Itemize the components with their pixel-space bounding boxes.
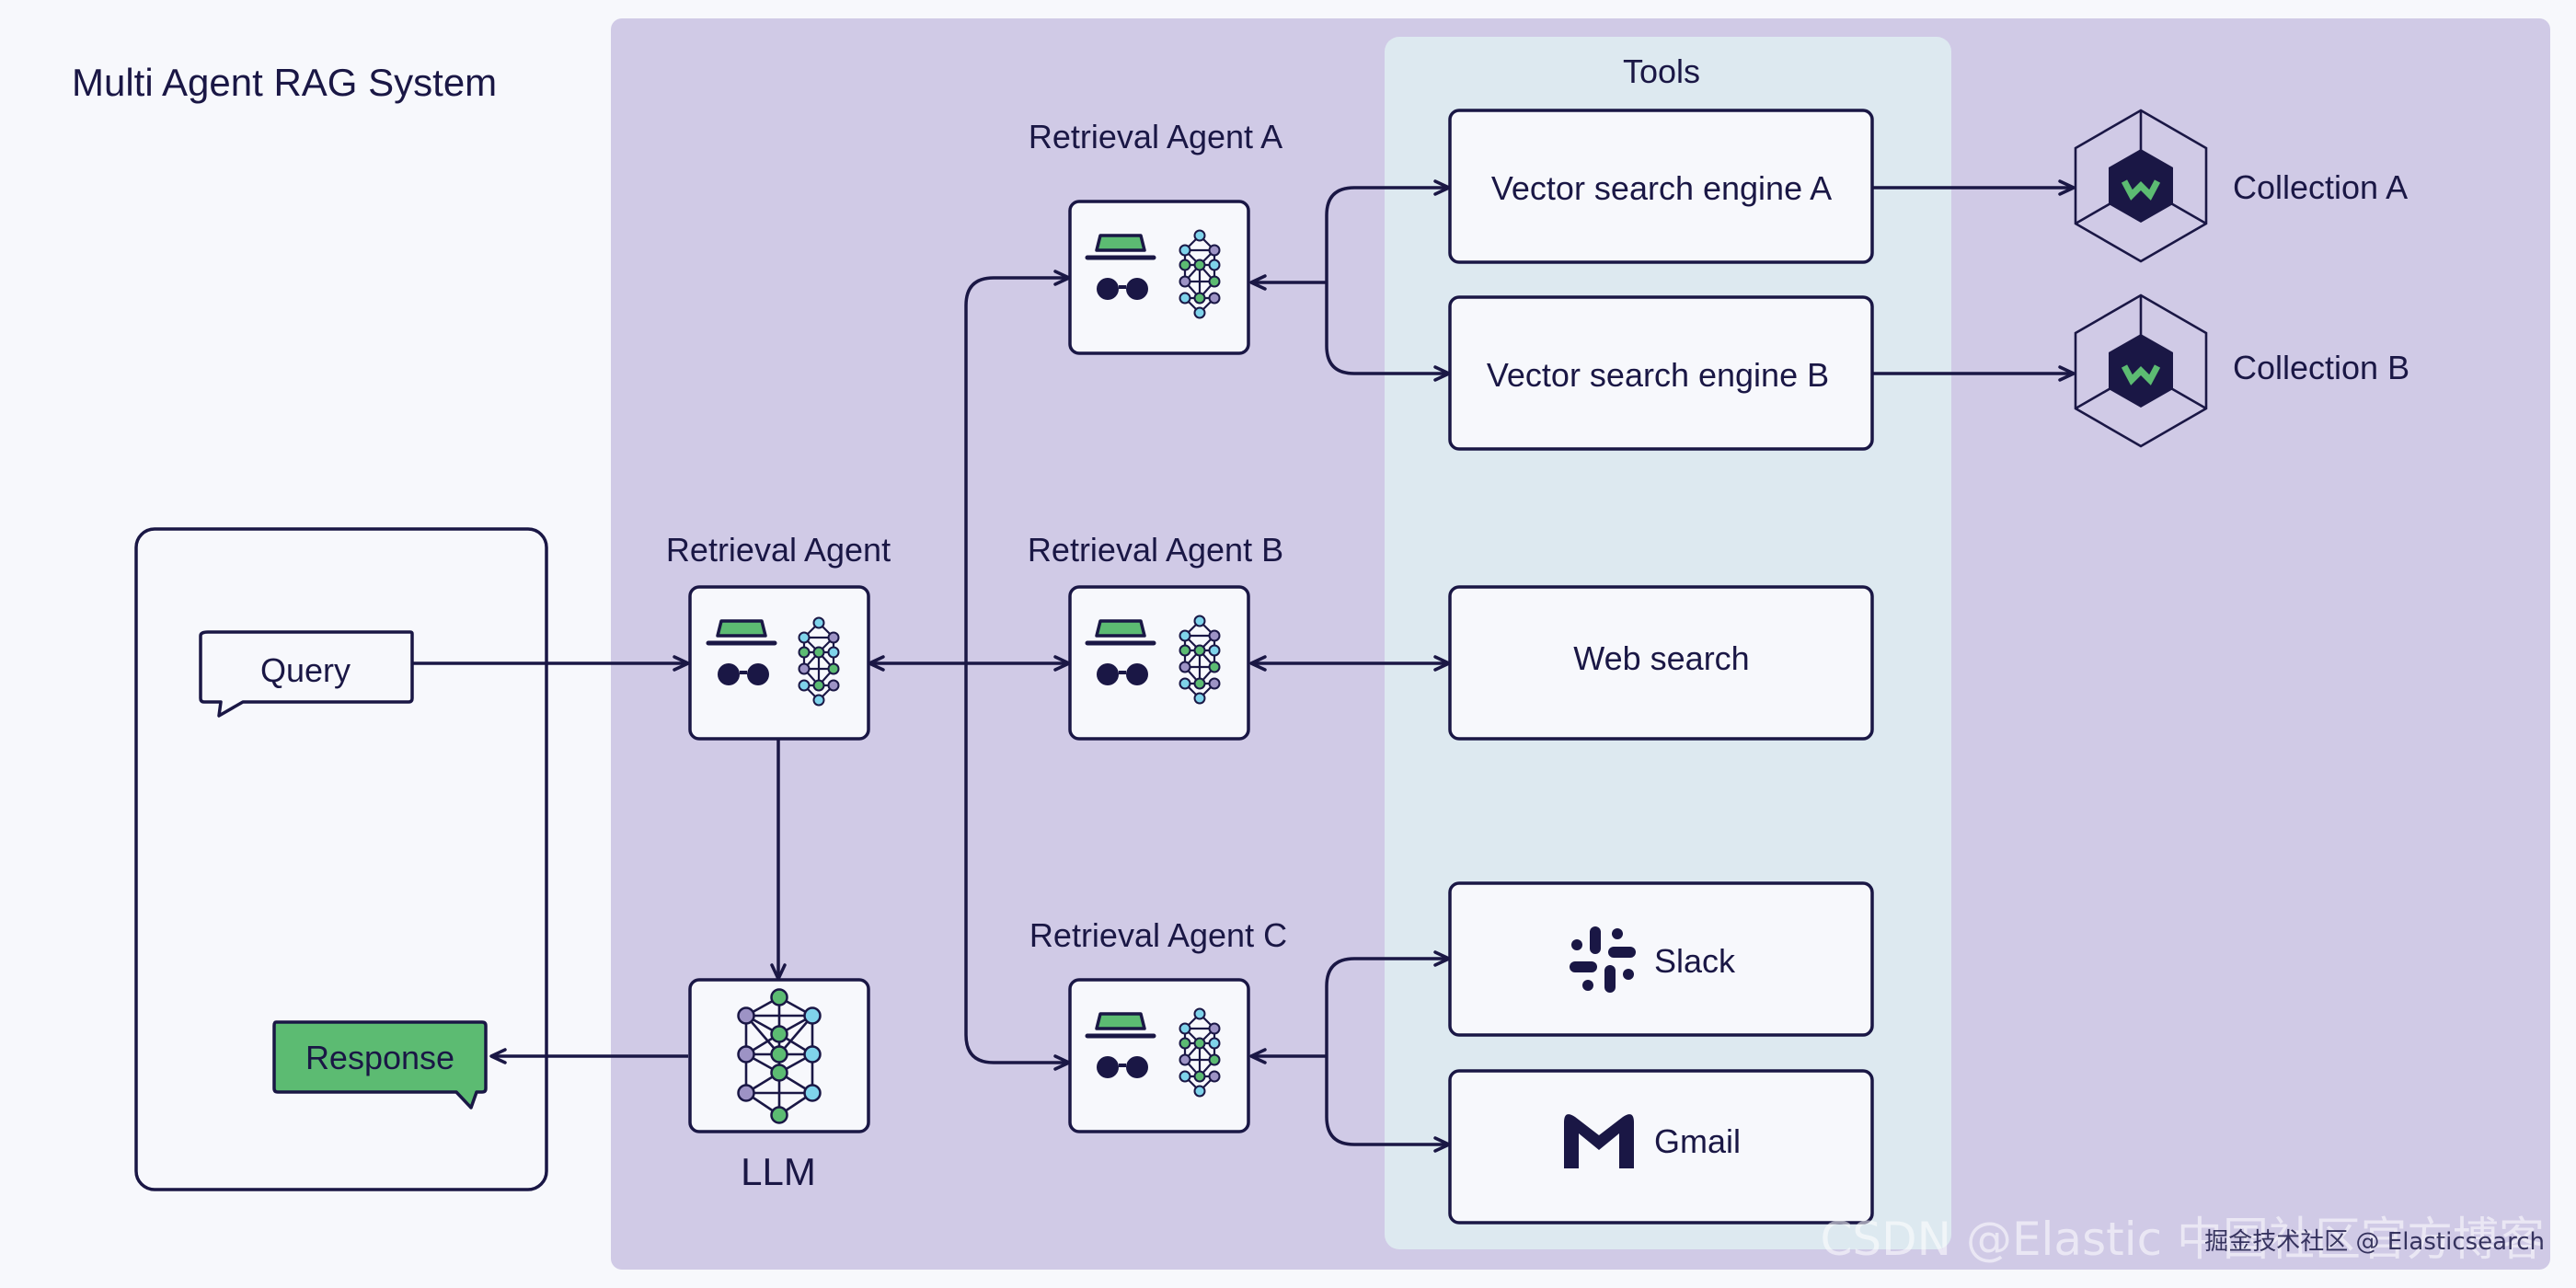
gmail-label: Gmail bbox=[1654, 1122, 1741, 1160]
retrieval-agent-c-box bbox=[1068, 978, 1250, 1133]
web-search-label: Web search bbox=[1573, 639, 1749, 677]
collection-b-label: Collection B bbox=[2233, 349, 2409, 386]
retrieval-agent-a: Retrieval Agent A bbox=[1029, 118, 1282, 355]
to-agent-a-arrow bbox=[964, 270, 1071, 663]
query-bubble: Query bbox=[199, 630, 414, 718]
query-label: Query bbox=[260, 651, 351, 689]
connectors bbox=[412, 179, 2076, 1153]
tool-gmail: Gmail bbox=[1448, 1069, 1874, 1225]
gmail-box bbox=[1448, 1069, 1874, 1225]
retrieval-agent-b: Retrieval Agent B bbox=[1028, 531, 1283, 741]
retrieval-agent-main-label: Retrieval Agent bbox=[666, 531, 891, 569]
tool-slack: Slack bbox=[1448, 881, 1874, 1037]
collection-b: Collection B bbox=[2076, 295, 2409, 446]
tools-heading: Tools bbox=[1623, 52, 1700, 90]
vector-search-a-label: Vector search engine A bbox=[1491, 169, 1832, 207]
tool-web-search: Web search bbox=[1448, 585, 1874, 741]
llm-node: LLM bbox=[688, 978, 870, 1193]
watermark-overlay: 掘金技术社区 @ Elasticsearch bbox=[2204, 1228, 2545, 1256]
vector-search-b-label: Vector search engine B bbox=[1487, 356, 1829, 394]
vector-search-b-box bbox=[1448, 295, 1874, 451]
collection-a-label: Collection A bbox=[2233, 168, 2408, 206]
response-label: Response bbox=[305, 1039, 454, 1076]
to-slack-arrow bbox=[1325, 950, 1451, 1056]
diagram-title: Multi Agent RAG System bbox=[72, 61, 497, 104]
response-bubble: Response bbox=[272, 1020, 488, 1110]
slack-box bbox=[1448, 881, 1874, 1037]
web-search-box bbox=[1448, 585, 1874, 741]
retrieval-agent-b-label: Retrieval Agent B bbox=[1028, 531, 1283, 569]
retrieval-agent-main-box bbox=[688, 585, 870, 741]
retrieval-agent-c: Retrieval Agent C bbox=[1029, 916, 1287, 1133]
retrieval-agent-a-box bbox=[1068, 200, 1250, 355]
to-vector-a-arrow bbox=[1325, 179, 1451, 282]
tool-vector-search-b: Vector search engine B bbox=[1448, 295, 1874, 451]
retrieval-agent-c-label: Retrieval Agent C bbox=[1029, 916, 1287, 954]
tool-vector-search-a: Vector search engine A bbox=[1448, 109, 1874, 264]
slack-label: Slack bbox=[1654, 942, 1736, 980]
retrieval-agent-main: Retrieval Agent bbox=[666, 531, 891, 741]
to-gmail-arrow bbox=[1325, 1056, 1451, 1153]
collection-a: Collection A bbox=[2076, 110, 2408, 261]
to-agent-c-arrow bbox=[964, 663, 1071, 1071]
llm-label: LLM bbox=[741, 1150, 816, 1193]
retrieval-agent-b-box bbox=[1068, 585, 1250, 741]
retrieval-agent-a-label: Retrieval Agent A bbox=[1029, 118, 1282, 155]
watermark: CSDN @Elastic 中国社区官方博客 bbox=[1821, 1213, 2546, 1266]
to-vector-b-arrow bbox=[1325, 282, 1451, 382]
vector-search-a-box bbox=[1448, 109, 1874, 264]
